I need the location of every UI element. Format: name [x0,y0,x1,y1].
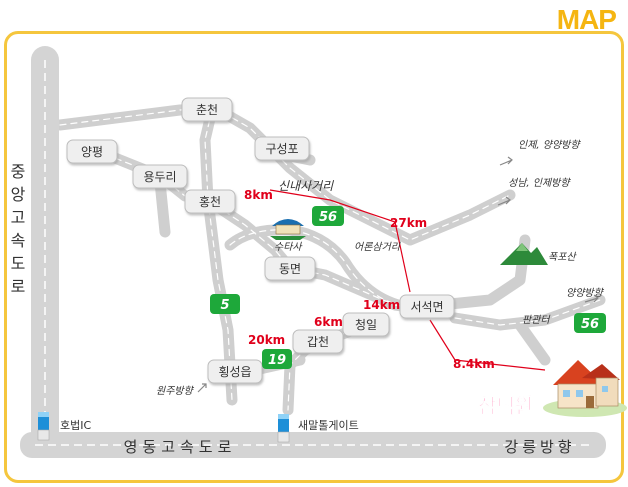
svg-text:홍천: 홍천 [199,194,221,209]
svg-text:56: 56 [319,210,337,225]
highway-horizontal-label: 영동고속도로 [124,438,237,456]
distance-20km: 20km [248,333,285,347]
svg-text:양평: 양평 [81,145,103,159]
arrow-inje-icon [499,156,513,166]
svg-text:5: 5 [220,298,229,313]
place-chuncheon: 춘천 [181,97,233,122]
place-hongcheon: 홍천 [184,189,236,214]
place-cheongil: 청일 [342,312,390,337]
label-pangwanteo: 판관터 [522,314,551,326]
route-badge-5: 5 [210,294,240,314]
highway-vertical-char: 앙 [11,185,26,204]
hobeop-ic-label: 호법IC [60,419,91,432]
highway-vertical-char: 고 [11,208,26,227]
svg-text:춘천: 춘천 [196,102,218,117]
road-north-branch [434,234,531,311]
label-inje-yangyang: 인제, 양양방향 [518,139,581,151]
map-title: MAP [556,4,617,35]
svg-text:서석면: 서석면 [410,300,443,314]
route-badge-56b: 56 [574,313,606,333]
map-labels: 신내사거리 수타사 어론삼거리 인제, 양양방향 성남, 인제방향 폭포산 양양… [156,139,605,397]
highway-vertical-char: 로 [11,277,26,296]
svg-text:구성포: 구성포 [265,142,298,156]
svg-text:청일: 청일 [355,318,377,332]
place-dongmyeon: 동면 [264,256,316,281]
distance-labels: 8km 27km 14km 6km 20km 8.4km [244,188,495,371]
saemal-tollgate-label: 새말톨게이트 [298,419,359,432]
ic-icon-hobeop [37,412,50,441]
svg-text:동면: 동면 [279,262,301,276]
place-gapcheon: 갑천 [292,329,344,354]
highways [20,46,606,458]
label-eoronsamgeori: 어론삼거리 [354,241,401,253]
direction-arrows [197,156,599,393]
highway-vertical-char: 중 [11,162,26,181]
road-hongcheon-south [199,104,238,406]
distance-27km: 27km [390,216,427,230]
place-seoseokmyeon: 서석면 [399,294,455,319]
direction-label: 강릉방향 [504,438,575,456]
label-yangyang: 양양방향 [566,287,605,299]
distance-8-4km: 8.4km [453,357,495,371]
label-sutasa: 수타사 [274,241,303,253]
arrow-seongnam-icon [497,196,511,206]
label-wonju: 원주방향 [156,385,195,397]
highway-vertical-char: 속 [11,231,26,250]
distance-lines [269,189,546,371]
road-pangwanteo-south [514,319,551,366]
ic-icon-saemal [277,414,290,443]
temple-icon [270,219,306,240]
route-badges: 56 5 19 56 [210,206,606,369]
destination-logo-text: 삼덕원 [478,394,533,418]
route-badge-19: 19 [262,349,292,369]
svg-text:갑천: 갑천 [307,334,329,349]
mountain-icon [500,243,548,265]
road-yongduri-south [154,176,171,238]
label-seongnam-inje: 성남, 인제방향 [508,177,571,189]
svg-text:56: 56 [581,317,599,332]
arrow-wonju-icon [197,383,207,393]
place-gusengpo: 구성포 [254,136,310,161]
highway-vertical-char: 도 [11,254,26,273]
house-icon [543,360,627,417]
label-pokposan: 폭포산 [548,251,577,263]
place-boxes: 춘천 양평 구성포 용두리 홍천 동면 서석면 청일 갑천 횡성읍 [66,97,455,384]
place-yongduri: 용두리 [132,164,188,189]
route-badge-56a: 56 [312,206,344,226]
place-hoengseong: 횡성읍 [207,359,263,384]
distance-14km: 14km [363,298,400,312]
svg-text:횡성읍: 횡성읍 [218,365,251,379]
svg-text:19: 19 [268,353,286,368]
label-sinnaesageori: 신내사거리 [278,179,334,193]
arrow-yangyang-icon [584,294,599,303]
svg-text:용두리: 용두리 [143,170,176,184]
place-yangpyeong: 양평 [66,139,118,164]
distance-6km: 6km [314,315,343,329]
distance-8km: 8km [244,188,273,202]
